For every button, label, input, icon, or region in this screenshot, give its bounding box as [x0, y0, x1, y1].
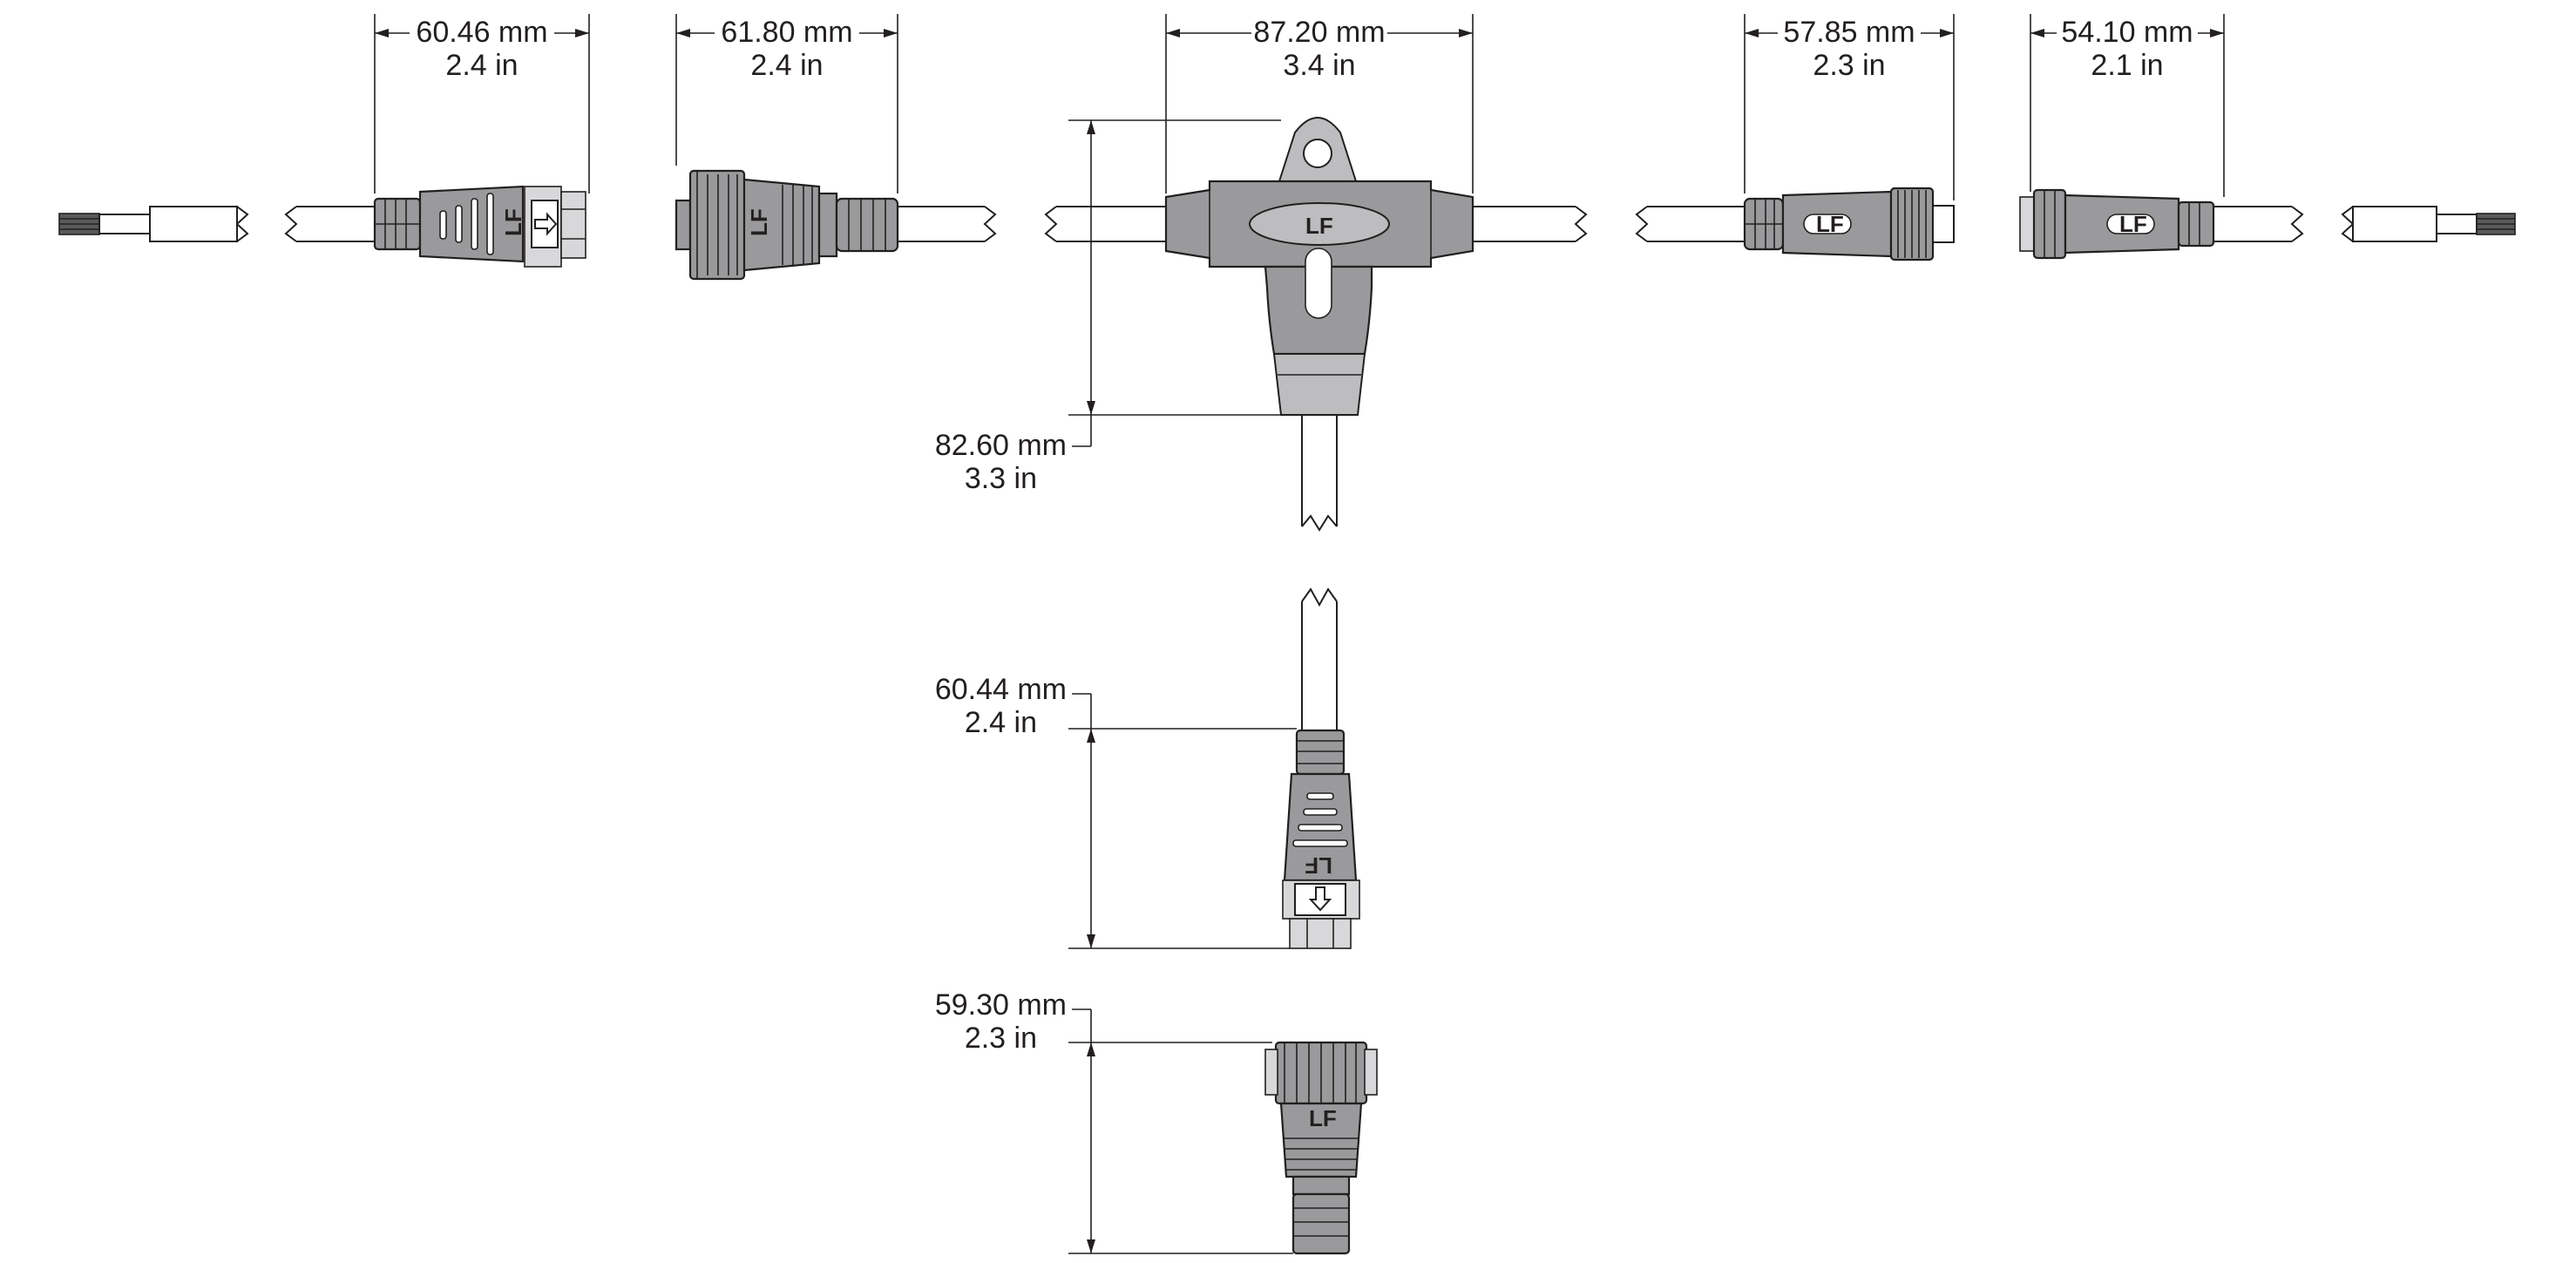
logo-icon: LF — [1309, 1105, 1337, 1131]
dimension-c5: 54.10 mm 2.1 in — [2030, 14, 2225, 197]
dimension-c4: 57.85 mm 2.3 in — [1744, 14, 1955, 200]
dimension-c1: 60.46 mm 2.4 in — [374, 14, 590, 194]
dimension-label: 59.30 mm — [935, 988, 1067, 1022]
dimension-label: 2.4 in — [750, 49, 823, 82]
logo-icon: LF — [1816, 211, 1844, 237]
svg-text:LF: LF — [1305, 213, 1333, 239]
vertical-connector-female: LF — [1264, 1041, 1378, 1255]
dimension-v1: 60.44 mm 2.4 in — [935, 673, 1297, 949]
logo-icon: LF — [2119, 211, 2147, 237]
dimension-label: 2.3 in — [965, 1022, 1037, 1055]
dimension-label: 54.10 mm — [2061, 16, 2193, 49]
dimension-label: 3.4 in — [1283, 49, 1355, 82]
tee-connector: LF — [1044, 117, 1588, 532]
dimension-v2: 59.30 mm 2.3 in — [935, 988, 1293, 1254]
dimension-tee-width: 87.20 mm 3.4 in — [1165, 14, 1474, 194]
cable-lead-left — [58, 206, 249, 242]
logo-icon: LF — [746, 208, 772, 236]
dimension-label: 2.1 in — [2091, 49, 2163, 82]
dimension-label: 61.80 mm — [721, 16, 852, 49]
svg-text:LF: LF — [1305, 852, 1332, 879]
svg-text:LF: LF — [746, 208, 772, 236]
dimension-label: 57.85 mm — [1783, 16, 1915, 49]
dimension-label: 60.46 mm — [416, 16, 547, 49]
logo-icon: LF — [500, 208, 526, 236]
vertical-connector-male: LF — [1282, 587, 1360, 949]
dimension-label: 2.3 in — [1813, 49, 1885, 82]
logo-icon: LF — [1305, 852, 1332, 879]
dimension-label: 3.3 in — [965, 462, 1037, 495]
dimension-label: 82.60 mm — [935, 429, 1067, 462]
cable-lead-right — [2341, 206, 2516, 242]
dimension-tee-height: 82.60 mm 3.3 in — [935, 119, 1281, 495]
dimension-label: 2.4 in — [445, 49, 518, 82]
svg-text:LF: LF — [500, 208, 526, 236]
dimension-label: 60.44 mm — [935, 673, 1067, 706]
logo-icon: LF — [1305, 213, 1333, 239]
dimension-label: 87.20 mm — [1253, 16, 1385, 49]
connector-1-male: LF — [284, 185, 586, 268]
connector-2-female: LF — [675, 169, 997, 281]
dimension-c2: 61.80 mm 2.4 in — [675, 14, 898, 194]
svg-text:LF: LF — [2119, 211, 2147, 237]
svg-text:LF: LF — [1309, 1105, 1337, 1131]
svg-text:LF: LF — [1816, 211, 1844, 237]
connector-4: LF — [1635, 187, 1955, 261]
connector-5: LF — [2019, 188, 2304, 260]
dimension-label: 2.4 in — [965, 706, 1037, 739]
